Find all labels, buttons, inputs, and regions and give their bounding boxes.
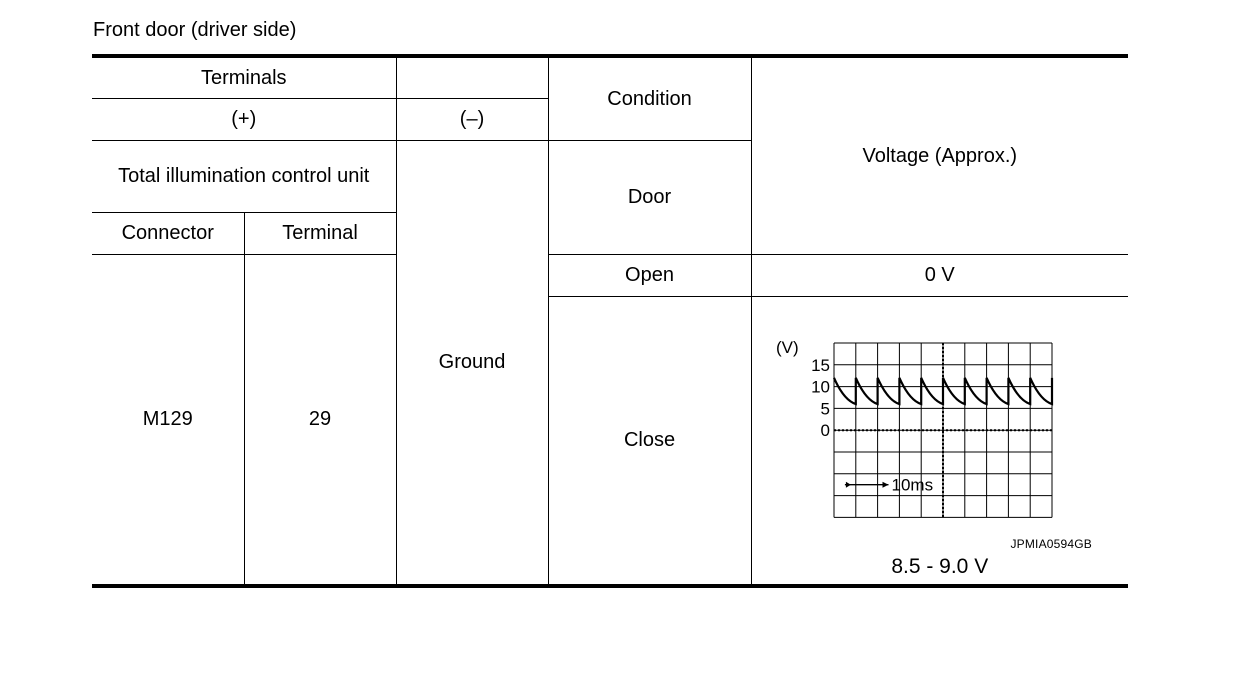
condition-header: Condition [547,54,752,141]
time-scale-arrowhead-left [845,481,851,488]
y-tick-label: 10 [811,377,830,396]
y-tick-label: 15 [811,355,830,374]
time-scale-arrowhead-right [882,481,889,488]
minus-header: (–) [395,97,549,141]
terminal-voltage-table: Terminals Condition Voltage (Approx.) (+… [92,54,1129,588]
oscilloscope-waveform: 15 10 5 0 (V) 10ms [776,337,1096,547]
voltage-close-cell: 15 10 5 0 (V) 10ms JPMIA0594GB 8.5 - 9.0 V [750,295,1129,588]
y-tick-label: 0 [820,421,829,440]
terminal-value: 29 [243,253,397,588]
condition-close: Close [548,295,752,588]
minus-value-ground: Ground [395,139,549,588]
y-tick-label: 5 [820,399,829,418]
waveform-svg: 15 10 5 0 (V) 10ms [776,338,1053,518]
voltage-header: Voltage (Approx.) [750,54,1129,255]
y-unit-label: (V) [776,338,799,357]
plus-header: (+) [92,97,397,141]
connector-header: Connector [92,211,245,255]
voltage-waveform-trace [832,376,1053,406]
condition-open: Open [547,253,752,297]
unit-header: Total illumination control unit [92,139,397,213]
door-header: Door [547,139,752,255]
connector-value: M129 [92,253,245,588]
table-caption: Front door (driver side) [93,19,297,41]
voltage-open: 0 V [750,253,1129,297]
time-scale-label: 10ms [891,475,933,494]
voltage-close-value: 8.5 - 9.0 V [891,554,989,578]
terminals-header: Terminals [92,54,397,99]
waveform-reference-code: JPMIA0594GB [1010,536,1093,551]
terminal-header: Terminal [243,211,397,255]
